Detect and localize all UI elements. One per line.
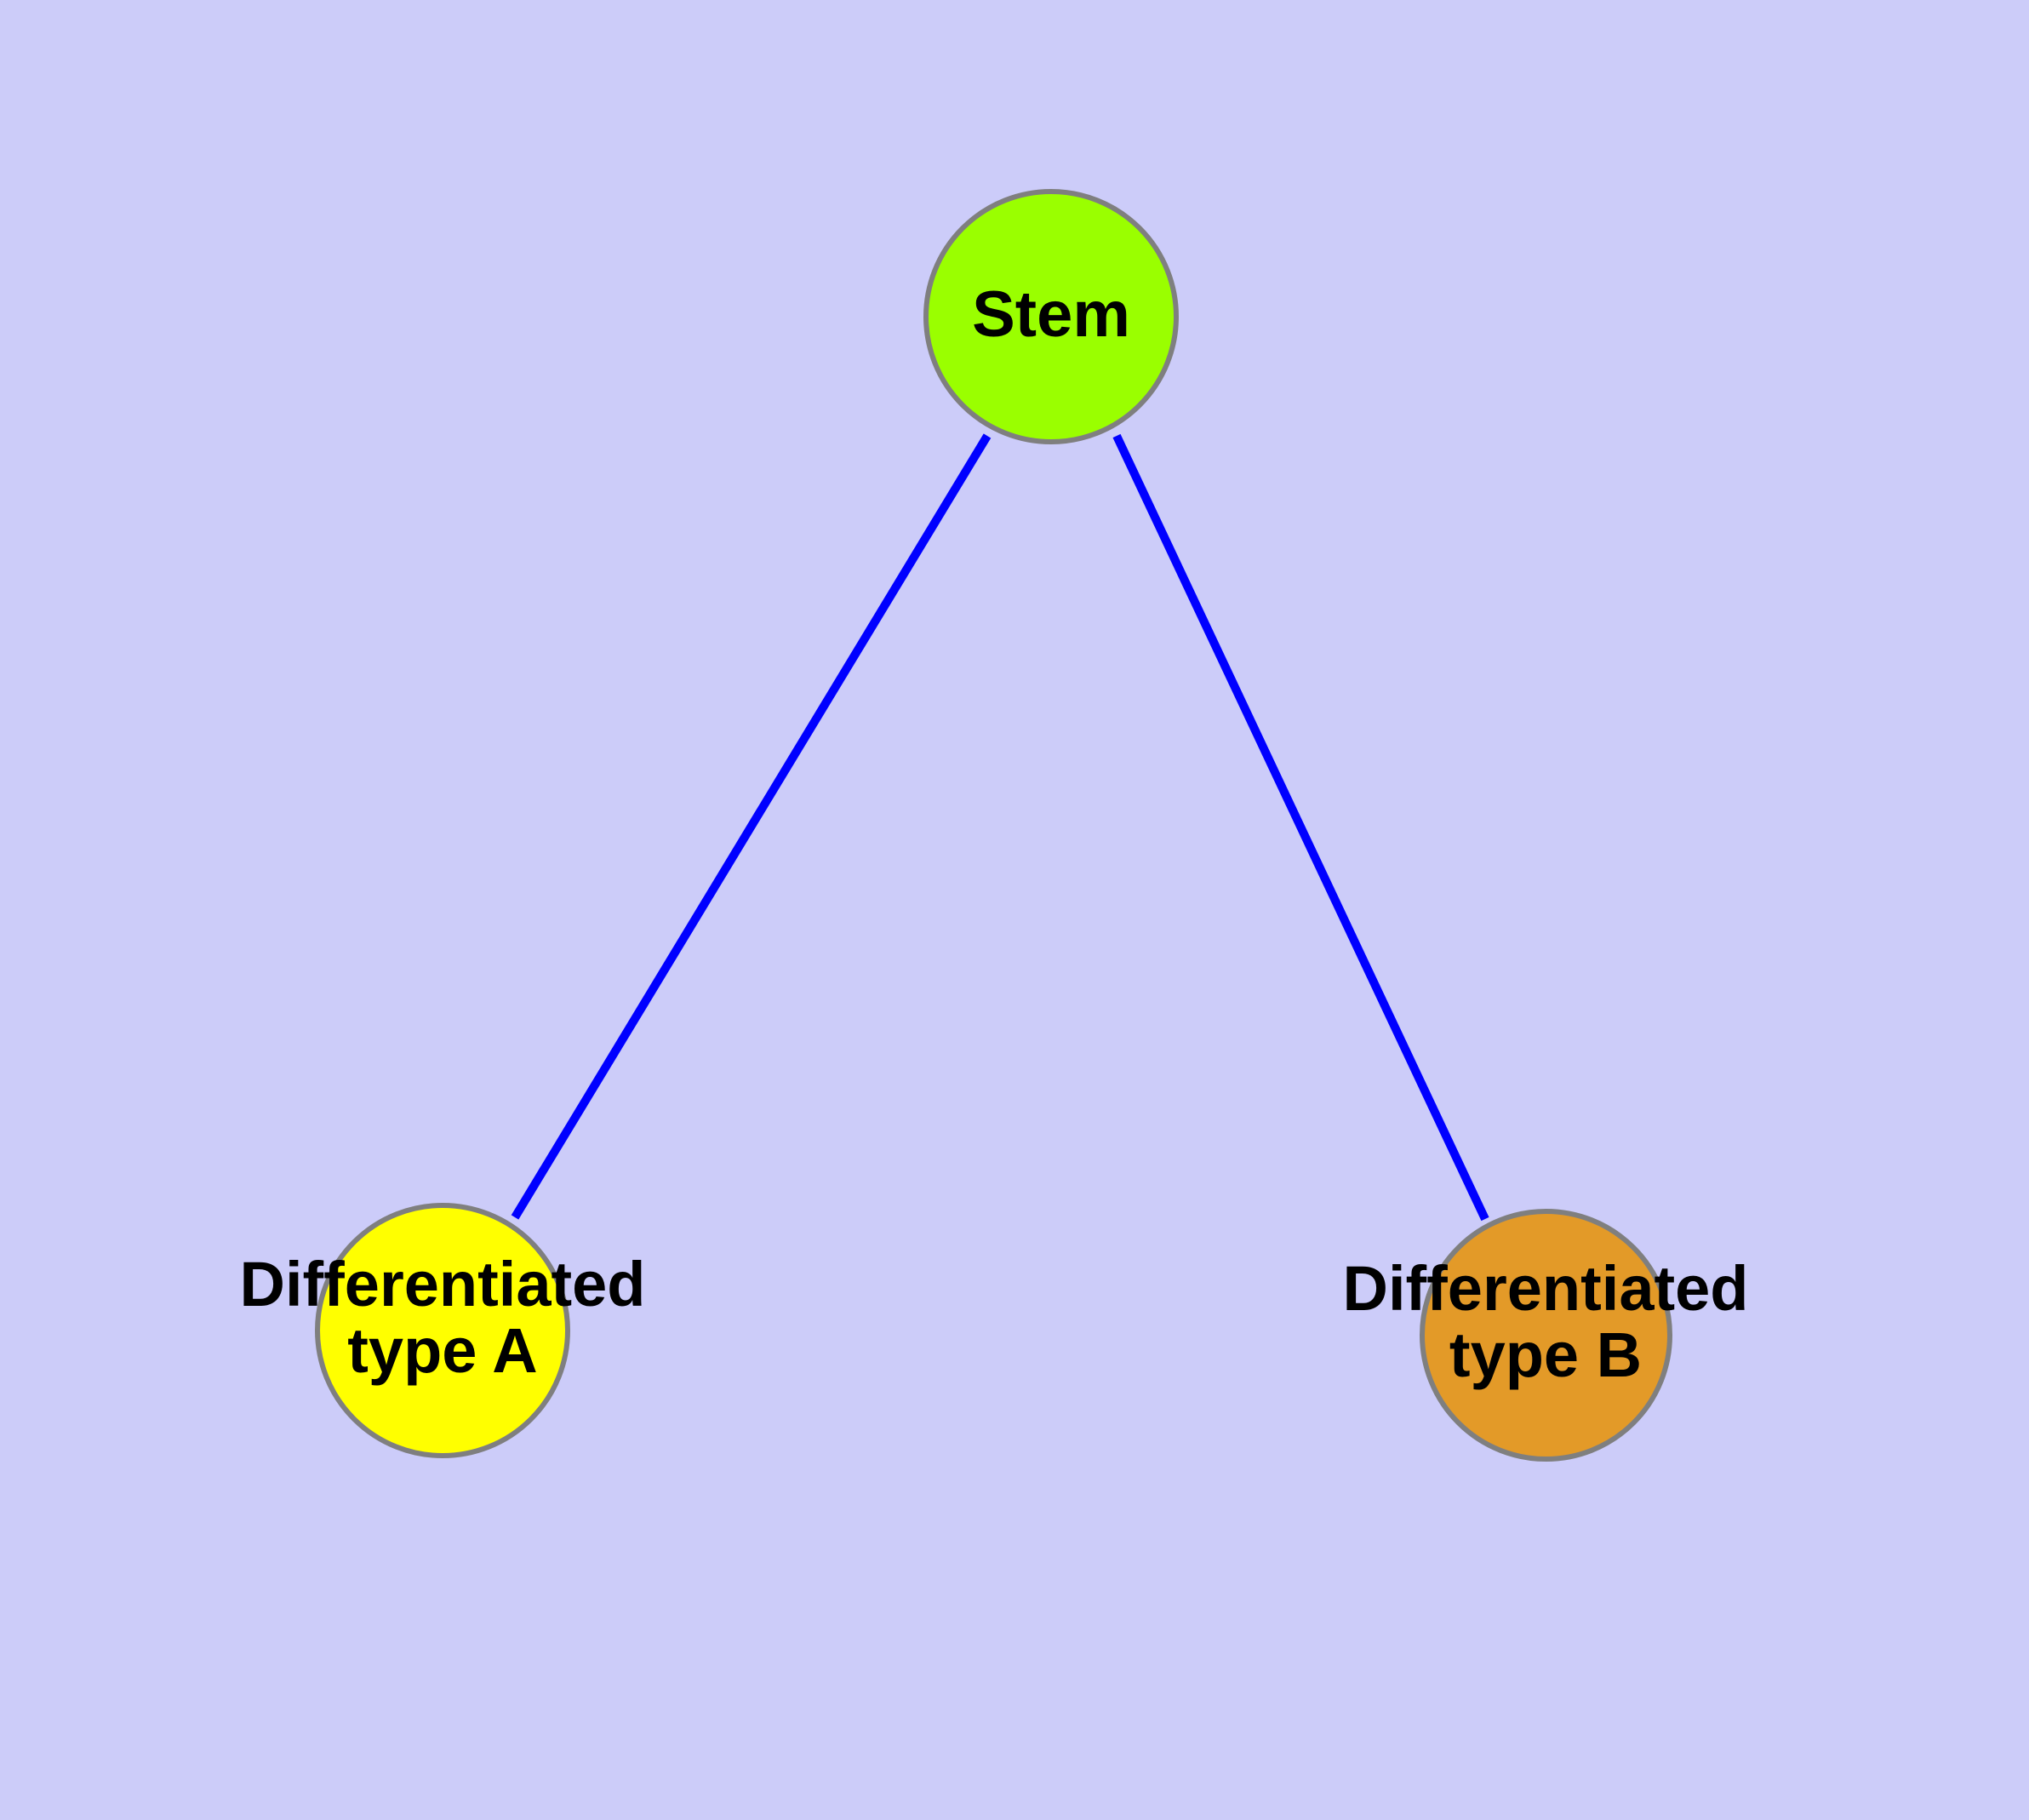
node-differentiated-type-a[interactable] bbox=[315, 1203, 570, 1458]
edge-stem-to-type-b bbox=[1112, 433, 1489, 1222]
node-stem[interactable] bbox=[923, 189, 1179, 444]
node-differentiated-type-b[interactable] bbox=[1420, 1209, 1672, 1462]
edge-stem-to-type-a bbox=[511, 433, 992, 1220]
